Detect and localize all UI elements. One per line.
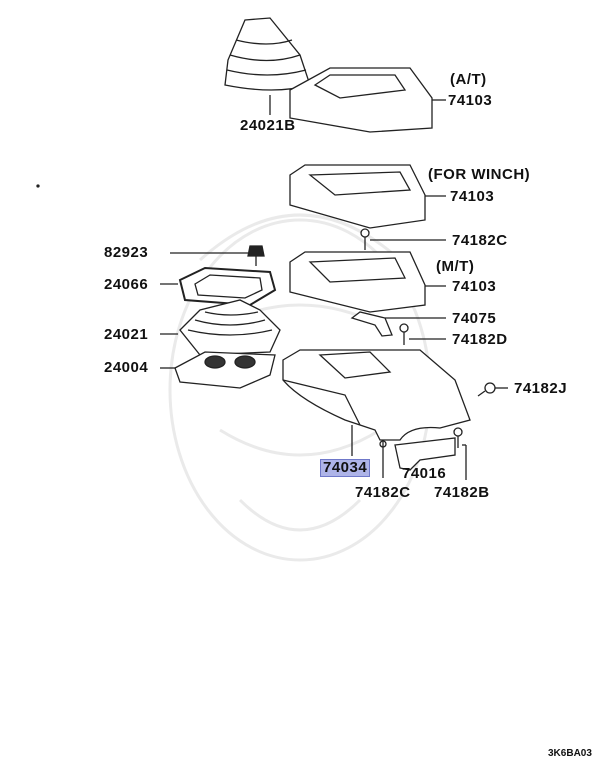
bracket-74075 <box>350 311 446 337</box>
label-82923: 82923 <box>104 244 149 261</box>
console-box-74034 <box>282 349 471 456</box>
label-24066: 24066 <box>104 276 149 293</box>
label-74182b: 74182B <box>434 484 490 501</box>
boot-24021 <box>160 299 281 356</box>
figure-code: 3K6BA03 <box>548 748 592 759</box>
label-winch-note: (FOR WINCH) <box>428 166 531 183</box>
label-24021b: 24021B <box>240 117 296 134</box>
label-mt-note: (M/T) <box>436 258 475 275</box>
screw-74182j <box>477 382 508 397</box>
label-74075: 74075 <box>452 310 497 327</box>
label-74182d: 74182D <box>452 331 508 348</box>
screw-74182d <box>399 323 446 345</box>
console-winch-74103 <box>289 164 446 229</box>
label-74103-at: 74103 <box>448 92 493 109</box>
label-74034-highlighted[interactable]: 74034 <box>320 459 371 477</box>
screw-74182c-upper <box>360 228 446 250</box>
screw-74182c-lower <box>379 440 387 478</box>
console-mt-74103 <box>289 251 446 313</box>
label-24021: 24021 <box>104 326 149 343</box>
screw-74182b <box>453 427 467 480</box>
label-74182c-lower: 74182C <box>355 484 411 501</box>
speck <box>36 184 40 188</box>
label-74103-mt: 74103 <box>452 278 497 295</box>
label-24004: 24004 <box>104 359 149 376</box>
boot-base-24004 <box>160 351 276 389</box>
label-74103-winch: 74103 <box>450 188 495 205</box>
retainer-plate-24066 <box>160 266 277 307</box>
bolt-82923 <box>170 245 265 266</box>
label-at-note: (A/T) <box>450 71 487 88</box>
console-at-74103 <box>289 67 446 133</box>
label-74182c-upper: 74182C <box>452 232 508 249</box>
label-74182j: 74182J <box>514 380 568 397</box>
bracket-74016 <box>394 437 456 471</box>
label-74016: 74016 <box>402 465 447 482</box>
